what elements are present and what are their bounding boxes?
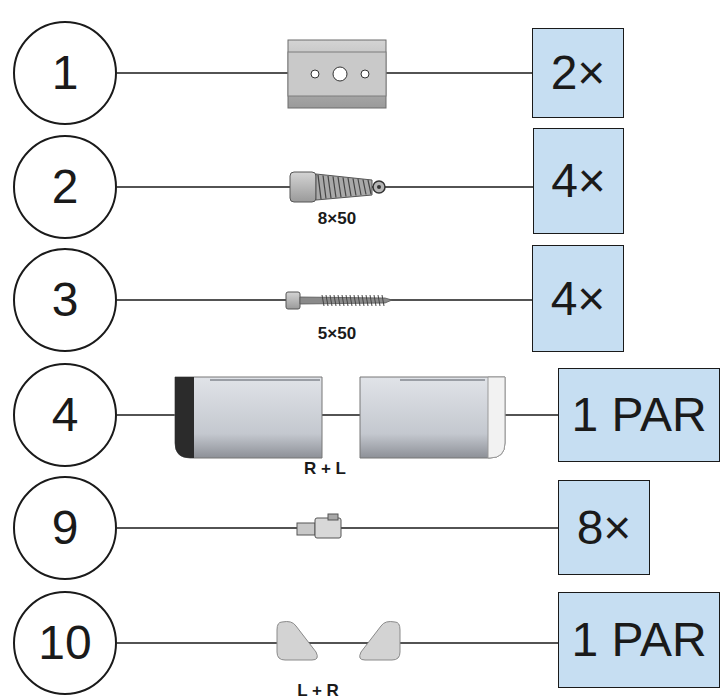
quantity-box: 2× [532,28,624,118]
mounting-plate [288,40,386,108]
side-label: R + L [304,460,346,477]
node-text: 4 [52,391,79,439]
end-cap-pair [175,377,505,458]
callout-circle: 10 [13,591,117,695]
cable-clip [297,514,341,538]
node-text: 1 PAR [571,616,706,664]
node-text: 4× [551,275,606,323]
node-text: 1 PAR [571,391,706,439]
wall-anchor [290,172,385,202]
node-text: 10 [38,619,91,667]
quantity-box: 8× [558,480,650,575]
side-label: L + R [297,682,339,699]
dimension-label: 5×50 [318,325,356,342]
node-text: 8× [577,504,632,552]
node-text: 2 [52,163,79,211]
node-text: 3 [52,276,79,324]
callout-circle: 2 [13,135,117,239]
wood-screw [286,292,392,309]
callout-circle: 9 [13,476,117,580]
quantity-box: 1 PAR [558,592,720,688]
callout-circle: 1 [13,21,117,125]
callout-circle: 3 [13,248,117,352]
leader-line [117,642,558,644]
node-text: 1 [52,49,79,97]
quantity-box: 1 PAR [558,368,720,462]
dimension-label: 8×50 [318,210,356,227]
node-text: 2× [551,49,606,97]
quantity-box: 4× [533,128,624,234]
quantity-box: 4× [532,245,624,352]
node-text: 4× [551,157,606,205]
node-text: 9 [52,504,79,552]
callout-circle: 4 [13,363,117,467]
corner-pieces [277,622,400,661]
